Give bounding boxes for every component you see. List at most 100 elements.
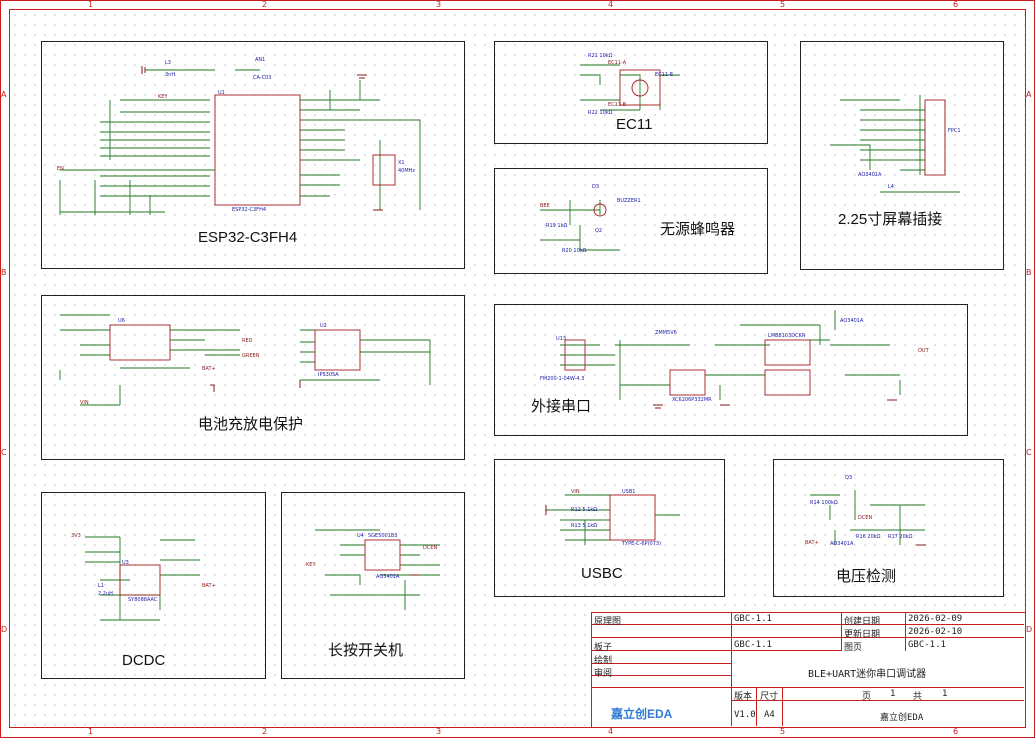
- voltage-block-title: 电压检测: [836, 568, 897, 585]
- uart-ldo-part: XC6206P332MR: [672, 397, 712, 403]
- lcd-connector-ref: FPC1: [948, 128, 961, 134]
- tb-company: 嘉立创EDA: [880, 713, 924, 723]
- uart-block-title: 外接串口: [531, 398, 592, 415]
- usbc-connector-ref: USB1: [622, 489, 636, 495]
- grid-number-top: 2: [262, 0, 268, 9]
- battery-block-title: 电池充放电保护: [198, 416, 304, 433]
- tb-board-label: 板子: [594, 643, 613, 653]
- grid-number-top: 5: [780, 0, 786, 9]
- tb-checked-label: 审阅: [594, 669, 613, 679]
- title-block: [591, 612, 1026, 728]
- net-dcdc-bat-label: BAT+: [202, 583, 216, 589]
- tb-created-label: 创建日期: [844, 617, 881, 627]
- buzzer-r19: R19 1kΩ: [546, 223, 568, 229]
- esp32-chip-part: ESP32-C3FH4: [232, 207, 267, 213]
- uart-mosfet-part: AO3401A: [840, 318, 864, 324]
- grid-letter-left: D: [1, 625, 8, 634]
- buzzer-transistor: Q2: [595, 228, 603, 234]
- esp32-block-title: ESP32-C3FH4: [198, 229, 298, 246]
- net-usbc-vin: VIN: [571, 489, 580, 495]
- crystal-ref: X1: [398, 160, 405, 166]
- net-ec11-b: EC11-B: [608, 102, 627, 108]
- inductor-value: 3nH: [165, 72, 176, 78]
- grid-number-top: 6: [953, 0, 959, 9]
- usbc-r13: R13 5.1kΩ: [571, 523, 598, 529]
- charger-ref: U6: [118, 318, 125, 324]
- tb-size-value: A4: [764, 710, 775, 720]
- inductor-ref: L3: [165, 60, 171, 66]
- uart-block: [494, 304, 968, 436]
- tb-sheet-total: 1: [942, 689, 948, 699]
- buzzer-block-title: 无源蜂鸣器: [660, 221, 736, 238]
- battery-block: [41, 295, 465, 460]
- grid-number-bottom: 5: [780, 727, 786, 736]
- tb-drawn-label: 绘制: [594, 656, 613, 666]
- voltage-r14: R14 100kΩ: [810, 500, 838, 506]
- grid-letter-right: B: [1026, 268, 1032, 277]
- net-bat-label: BAT+: [202, 366, 216, 372]
- dcdc-block: [41, 492, 266, 679]
- net-key-label: KEY: [158, 94, 168, 100]
- tb-of-label: 共: [913, 692, 923, 702]
- tb-project-title: BLE+UART迷你串口调试器: [808, 669, 927, 680]
- net-voltage-dcen: DCEN: [858, 515, 873, 521]
- buzzer-block: [494, 168, 768, 274]
- voltage-r17: R17 20kΩ: [888, 534, 913, 540]
- tb-board-value: GBC-1.1: [734, 640, 772, 650]
- tb-page-label: 图页: [844, 643, 863, 653]
- usbc-block: [494, 459, 725, 597]
- uart-connector-part: FM200-1-04W-4.3: [540, 376, 585, 382]
- company-logo: 嘉立创EDA: [611, 707, 673, 721]
- voltage-mosfet-ref: Q3: [845, 475, 853, 481]
- net-bee: BEE: [540, 203, 550, 209]
- grid-number-bottom: 6: [953, 727, 959, 736]
- power-switch-title: 长按开关机: [328, 642, 404, 659]
- grid-letter-left: A: [1, 90, 7, 99]
- antenna-part: CA-C03: [253, 75, 272, 81]
- grid-number-bottom: 2: [262, 727, 268, 736]
- power-switch-block: [281, 492, 465, 679]
- inner-frame-grid: [9, 9, 1026, 728]
- buzzer-r20: R20 10kΩ: [562, 248, 587, 254]
- usbc-r12: R12 5.1kΩ: [571, 507, 598, 513]
- net-switch-key: KEY: [306, 562, 316, 568]
- grid-number-top: 3: [436, 0, 442, 9]
- net-ec11-a: EC11-A: [608, 60, 627, 66]
- uart-zener: ZMM5V6: [655, 330, 677, 336]
- tb-version-value: V1.0: [734, 710, 756, 720]
- usbc-block-title: USBC: [581, 565, 623, 582]
- protector-part: IP5305A: [318, 372, 339, 378]
- grid-letter-left: C: [1, 448, 7, 457]
- dcdc-inductor-ref: L1: [98, 583, 104, 589]
- uart-buffer-part: LMB8103DCKR: [768, 333, 806, 339]
- grid-number-top: 1: [88, 0, 94, 9]
- net-switch-dcen: DCEN: [423, 545, 438, 551]
- net-vin-label: VIN: [80, 400, 89, 406]
- lcd-inductor-ref: L4: [888, 184, 894, 190]
- grid-letter-left: B: [1, 268, 7, 277]
- lcd-block-title: 2.25寸屏幕插接: [838, 211, 943, 228]
- switch-mosfet-part: AO3401A: [376, 574, 400, 580]
- ec11-r22: R22 10kΩ: [588, 110, 613, 116]
- lcd-mosfet-part: AO3401A: [858, 172, 882, 178]
- lcd-block: [800, 41, 1004, 270]
- tb-page-value: GBC-1.1: [908, 640, 946, 650]
- tb-sheet-label: 页: [862, 692, 872, 702]
- grid-letter-right: A: [1026, 90, 1032, 99]
- net-en-label: EN: [57, 166, 64, 172]
- net-out-label: OUT: [918, 348, 929, 354]
- tb-size-label: 尺寸: [760, 692, 779, 702]
- dcdc-chip-part: SY8088AAC: [128, 597, 158, 603]
- tb-version-label: 版本: [734, 692, 753, 702]
- voltage-mosfet-part: AO3401A: [830, 541, 854, 547]
- ec11-block-title: EC11: [616, 116, 653, 133]
- net-voltage-bat: BAT+: [805, 540, 819, 546]
- voltage-block: [773, 459, 1004, 597]
- esp32-block: [41, 41, 465, 269]
- protector-ref: U2: [320, 323, 327, 329]
- ec11-r21: R21 10kΩ: [588, 53, 613, 59]
- ec11-part: EC11-E: [655, 72, 673, 78]
- buzzer-part: BUZZER1: [617, 198, 641, 204]
